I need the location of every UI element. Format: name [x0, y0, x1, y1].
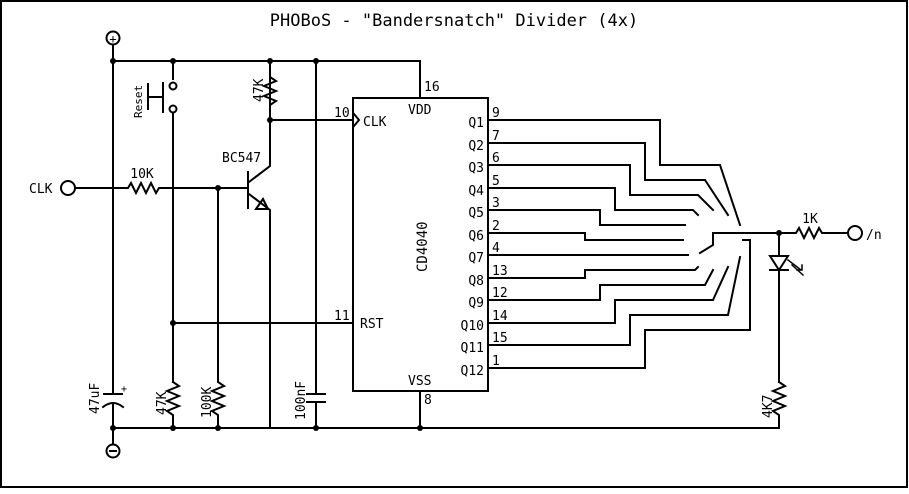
ic-output-pin-number: 7 [492, 129, 500, 144]
transistor-emitter [247, 192, 271, 429]
reset-contact-bottom [168, 104, 178, 114]
ic-vdd-label: VDD [408, 103, 432, 118]
base-resistor-label: 100K [200, 387, 215, 418]
ic-name: CD4040 [415, 221, 431, 272]
rotary-switch-wiper[interactable] [698, 232, 780, 255]
title: PHOBoS - "Bandersnatch" Divider (4x) [270, 11, 638, 31]
reset-button-icon[interactable] [147, 82, 164, 113]
ic-vss-pin: 8 [424, 393, 432, 408]
plus-symbol: + [109, 32, 116, 46]
bulk-cap-label: 47uF [88, 383, 103, 414]
input-resistor-label: 10K [130, 167, 154, 182]
clk-input-label: CLK [29, 182, 53, 197]
led-light-arrows-icon [786, 258, 805, 277]
bulk-cap-plate-curved [101, 402, 125, 409]
junction-dot [417, 425, 423, 431]
ic-output-label: Q7 [468, 251, 484, 266]
junction-dot [215, 425, 221, 431]
junction-dot [110, 425, 116, 431]
led-resistor [770, 380, 788, 429]
pullup-resistor-label: 47K [252, 78, 267, 102]
ic-output-pin-number: 9 [492, 106, 500, 121]
ic-output-pin-number: 5 [492, 174, 500, 189]
reset-pulldown-label: 47K [155, 391, 170, 415]
ic-output-label: Q3 [468, 161, 484, 176]
ic-output-pin-number: 1 [492, 354, 500, 369]
input-resistor [74, 180, 249, 196]
ic-clk-pin: 10 [334, 106, 350, 121]
output-resistor [778, 225, 849, 241]
ic-rst-pin: 11 [334, 309, 350, 324]
output-trace-q10 [487, 265, 730, 324]
ic-output-label: Q8 [468, 274, 484, 289]
ic-output-pin-number: 13 [492, 264, 508, 279]
junction-dot [170, 425, 176, 431]
transistor-label: BC547 [222, 151, 261, 166]
output-trace-q9 [487, 268, 715, 301]
ic-output-label: Q9 [468, 296, 484, 311]
ic-output-label: Q11 [461, 341, 484, 356]
ic-output-pin-number: 6 [492, 151, 500, 166]
transistor-emitter-arrow-icon [254, 197, 270, 210]
reset-contact-top [168, 81, 178, 91]
junction-dot [170, 320, 176, 326]
ic-output-pin-number: 15 [492, 331, 508, 346]
output-trace-q2 [487, 142, 730, 217]
ic-output-label: Q12 [461, 364, 484, 379]
output-trace-q5 [487, 209, 686, 226]
output-resistor-label: 1K [802, 212, 818, 227]
ic-vss-label: VSS [408, 374, 431, 389]
ic-clk-label: CLK [363, 115, 387, 130]
decoupling-cap-label: 100nF [294, 381, 309, 420]
ic-output-label: Q4 [468, 184, 484, 199]
output-trace-q4 [487, 187, 700, 217]
output-trace-q1 [487, 119, 742, 227]
ic-output-label: Q6 [468, 229, 484, 244]
decoupling-cap [306, 60, 326, 429]
ic-output-pin-number: 2 [492, 219, 500, 234]
output-trace-q6 [487, 232, 684, 241]
output-terminal[interactable] [847, 225, 863, 241]
led-resistor-label: 4K7 [761, 395, 776, 418]
ic-output-label: Q2 [468, 139, 484, 154]
ic-vdd-pin: 16 [424, 80, 440, 95]
ic-output-pin-number: 14 [492, 309, 508, 324]
pullup-resistor [261, 60, 279, 121]
ic-output-pin-number: 3 [492, 196, 500, 211]
output-trace-q12 [487, 239, 751, 369]
clock-input-icon [352, 112, 361, 128]
transistor-collector [247, 60, 271, 184]
ic-output-pin-number: 12 [492, 286, 508, 301]
output-trace-q11 [487, 255, 742, 346]
reset-label: Reset [132, 85, 145, 118]
minus-terminal-icon [105, 443, 121, 459]
base-resistor [209, 187, 227, 429]
ic-output-label: Q1 [468, 116, 484, 131]
ic-rst-label: RST [360, 317, 384, 332]
output-trace-q3 [487, 164, 715, 212]
ic-output-label: Q5 [468, 206, 484, 221]
junction-dot [313, 425, 319, 431]
bulk-cap-leads [103, 60, 123, 429]
reset-pulldown-resistor [164, 380, 182, 429]
bulk-cap-polarity: + [121, 384, 127, 395]
ic-output-pin-number: 4 [492, 241, 500, 256]
output-label: /n [866, 228, 882, 243]
led-icon [768, 232, 790, 383]
clk-input-terminal[interactable] [60, 180, 76, 196]
ic-output-label: Q10 [461, 319, 484, 334]
output-trace-q8 [487, 265, 700, 279]
